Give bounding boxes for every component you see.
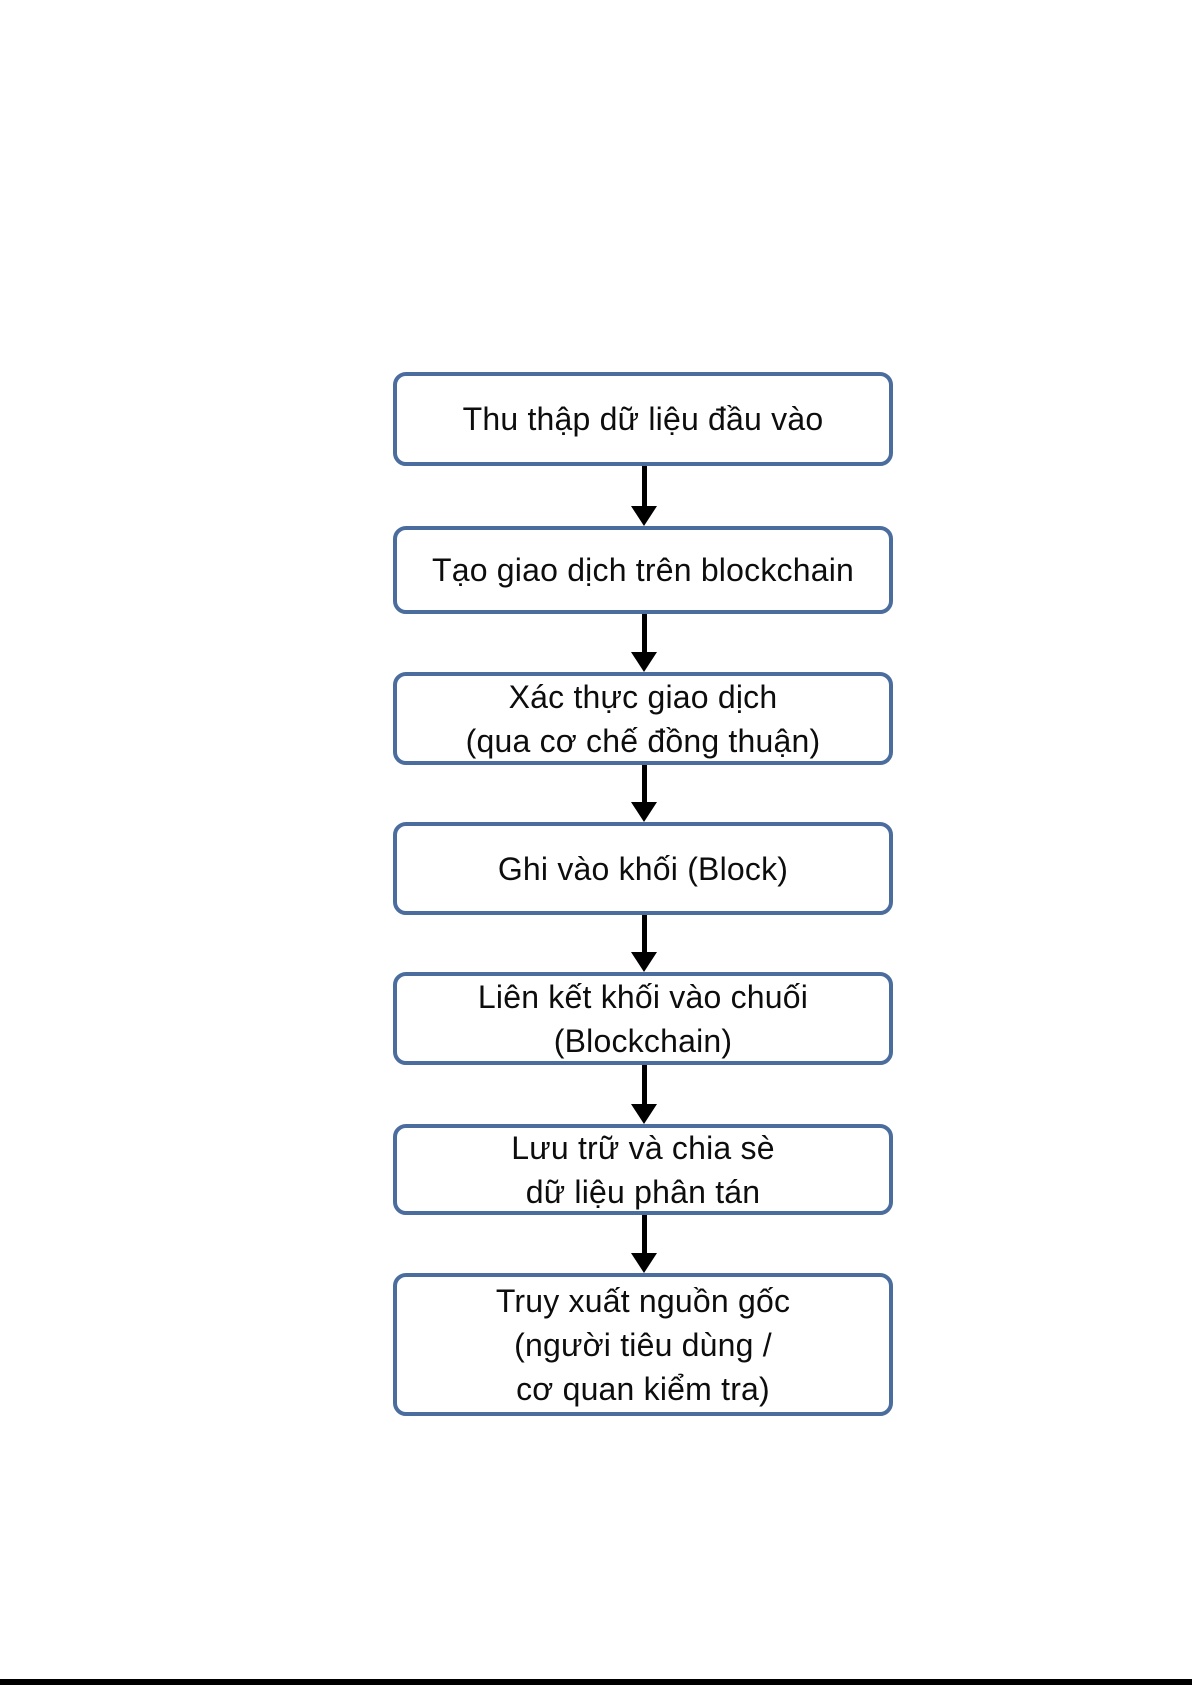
flow-node-2-line-1: Tạo giao dịch trên blockchain: [431, 552, 855, 588]
flow-node-3-line-2: (qua cơ chế đồng thuận): [465, 722, 821, 759]
flow-node-3: Xác thực giao dịch (qua cơ chế đồng thuậ…: [393, 672, 893, 765]
flow-node-1-line-1: Thu thập dữ liệu đầu vào: [462, 401, 824, 437]
flow-arrow-2: [631, 614, 657, 672]
flow-node-7-line-3: cơ quan kiểm tra): [516, 1370, 770, 1407]
arrow-down-icon: [631, 952, 657, 972]
arrow-stem: [641, 765, 647, 802]
flow-node-1: Thu thập dữ liệu đầu vào: [393, 372, 893, 466]
arrow-down-icon: [631, 506, 657, 526]
arrow-down-icon: [631, 802, 657, 822]
arrow-stem: [641, 466, 647, 506]
flow-node-7-line-2: (người tiêu dùng /: [514, 1326, 772, 1363]
flow-node-5: Liên kết khối vào chuối (Blockchain): [393, 972, 893, 1065]
flow-node-4: Ghi vào khối (Block): [393, 822, 893, 915]
flow-arrow-1: [631, 466, 657, 526]
arrow-stem: [641, 614, 647, 652]
flow-node-4-line-1: Ghi vào khối (Block): [497, 850, 789, 887]
flow-node-5-line-1: Liên kết khối vào chuối: [477, 978, 809, 1015]
flow-node-6-line-2: dữ liệu phân tán: [525, 1173, 761, 1210]
arrow-down-icon: [631, 652, 657, 672]
arrow-stem: [641, 1065, 647, 1104]
flow-node-7: Truy xuất nguồn gốc (người tiêu dùng / c…: [393, 1273, 893, 1416]
flow-node-6: Lưu trữ và chia sè dữ liệu phân tán: [393, 1124, 893, 1215]
arrow-down-icon: [631, 1253, 657, 1273]
flow-node-5-line-2: (Blockchain): [553, 1022, 733, 1059]
bottom-border-bar: [0, 1679, 1192, 1685]
flow-arrow-3: [631, 765, 657, 822]
flow-node-7-line-1: Truy xuất nguồn gốc: [495, 1282, 791, 1319]
arrow-stem: [641, 1215, 647, 1253]
flow-node-2: Tạo giao dịch trên blockchain: [393, 526, 893, 614]
flow-node-6-line-1: Lưu trữ và chia sè: [511, 1129, 775, 1166]
flow-arrow-5: [631, 1065, 657, 1124]
flow-node-3-line-1: Xác thực giao dịch: [508, 678, 778, 715]
flow-arrow-6: [631, 1215, 657, 1273]
arrow-stem: [641, 915, 647, 952]
flow-arrow-4: [631, 915, 657, 972]
arrow-down-icon: [631, 1104, 657, 1124]
